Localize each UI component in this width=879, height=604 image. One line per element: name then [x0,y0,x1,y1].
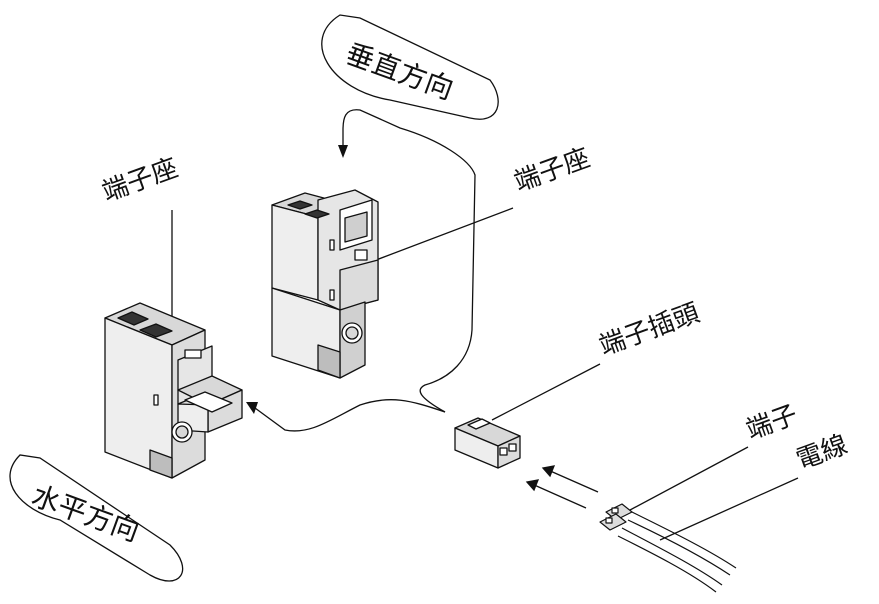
horizontal-arrow-head [246,402,258,414]
horizontal-flow-path [254,399,446,432]
vertical-flow-path [342,109,476,413]
terminals-and-wires [599,503,737,593]
leader-terminal-plug [491,363,601,421]
insertion-arrows [525,465,599,509]
horizontal-direction-bubble [9,454,184,582]
terminal-block-vertical [271,189,379,379]
vertical-direction-bubble [321,14,499,120]
terminal-block-horizontal [104,302,243,479]
leader-terminal [629,446,749,511]
leader-wire [659,477,799,541]
vertical-arrow-head [338,145,348,158]
leader-terminal-block-right [354,207,514,269]
terminal-plug-part [454,417,521,469]
terminal-pin-2 [599,513,627,531]
